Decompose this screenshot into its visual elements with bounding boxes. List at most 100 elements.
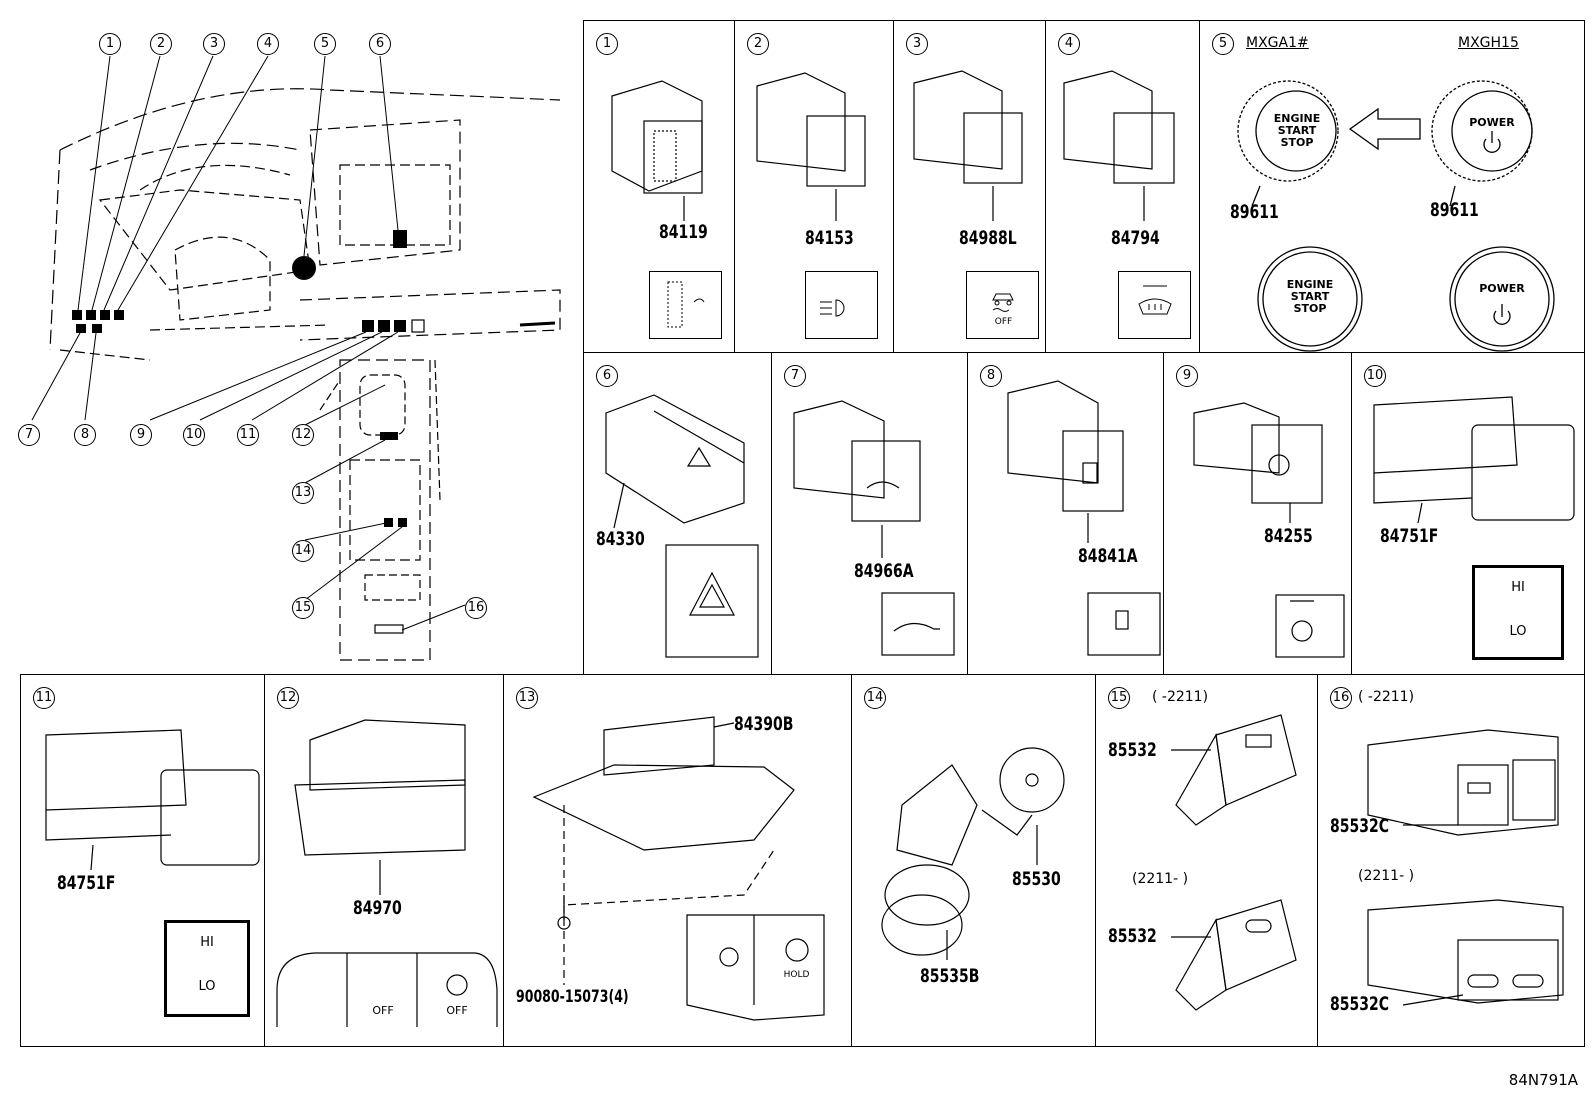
part-number[interactable]: 84970 [353, 897, 402, 919]
part-number[interactable]: 84794 [1111, 227, 1160, 249]
part-number-top[interactable]: 85532C [1330, 815, 1390, 837]
switch-drawing [1007, 380, 1161, 656]
cell-1-number: 1 [596, 33, 618, 55]
cell-5: 5 MXGA1# MXGH15 ENGINE START STOP POWER … [1199, 20, 1585, 354]
rear-defogger-icon [1118, 271, 1191, 339]
part-number-socket[interactable]: 85530 [1012, 868, 1061, 890]
callout-1[interactable]: 1 [99, 33, 121, 55]
part-number-right[interactable]: 89611 [1430, 199, 1479, 221]
part-number-left[interactable]: 89611 [1230, 201, 1279, 223]
hi-label: HI [200, 935, 214, 950]
cell-3-number: 3 [906, 33, 928, 55]
callout-2[interactable]: 2 [150, 33, 172, 55]
cell-14-number: 14 [864, 687, 886, 709]
cell-14: 14 85530 85535B [851, 674, 1097, 1047]
variant-label-right: MXGH15 [1458, 35, 1519, 51]
callout-3[interactable]: 3 [203, 33, 225, 55]
cell-1: 1 84119 [583, 20, 736, 354]
part-number-bottom[interactable]: 85532C [1330, 993, 1390, 1015]
callout-14[interactable]: 14 [292, 540, 314, 562]
cell-6: 6 84330 [583, 352, 773, 676]
lo-label: LO [1509, 624, 1527, 639]
callout-5[interactable]: 5 [314, 33, 336, 55]
cell-8: 8 84841A [967, 352, 1165, 676]
seat-heater-switch-drawing [45, 729, 260, 871]
cell-15-number: 15 [1108, 687, 1130, 709]
switch-drawing [611, 80, 703, 221]
part-number[interactable]: 84841A [1078, 545, 1138, 567]
range-label-top: ( -2211) [1152, 689, 1209, 705]
cell-7-number: 7 [784, 365, 806, 387]
cell-4: 4 84794 [1045, 20, 1201, 354]
diagram-reference: 84N791A [1508, 1071, 1578, 1089]
traction-control-off-icon: OFF [966, 271, 1039, 339]
cell-10: 10 84751F HI LO [1351, 352, 1585, 676]
part-number-bottom[interactable]: 85532 [1108, 925, 1157, 947]
cell-8-number: 8 [980, 365, 1002, 387]
hold-label: HOLD [783, 970, 810, 980]
cell-3: 3 84988L OFF [893, 20, 1047, 354]
fog-light-icon [805, 271, 878, 339]
callout-11[interactable]: 11 [237, 424, 259, 446]
parking-brake-switch-drawing [532, 716, 825, 1021]
part-number[interactable]: 84988L [959, 227, 1017, 249]
push-start-drawing [1237, 80, 1555, 352]
part-number-cover[interactable]: 85535B [920, 965, 980, 987]
hazard-switch-drawing [605, 394, 759, 658]
part-number-top[interactable]: 85532 [1108, 739, 1157, 761]
callout-7[interactable]: 7 [18, 424, 40, 446]
part-number[interactable]: 84119 [659, 221, 708, 243]
dashboard-illustration [31, 55, 561, 661]
callout-16[interactable]: 16 [465, 597, 487, 619]
seat-heater-switch-drawing [1373, 396, 1575, 524]
power-button-face-label: POWER [1479, 282, 1525, 295]
callout-12[interactable]: 12 [292, 424, 314, 446]
dimmer-switch-icon [649, 271, 722, 339]
cell-16-number: 16 [1330, 687, 1352, 709]
part-number[interactable]: 84966A [854, 560, 914, 582]
range-label-top: ( -2211) [1358, 689, 1415, 705]
cell-12-number: 12 [277, 687, 299, 709]
overview-diagram: 1 2 3 4 5 6 7 8 9 10 11 12 13 14 15 16 [0, 0, 580, 670]
callout-8[interactable]: 8 [74, 424, 96, 446]
cell-13-number: 13 [516, 687, 538, 709]
switch-drawing [793, 400, 955, 656]
cell-2: 2 84153 [734, 20, 895, 354]
engine-start-button-label: ENGINE START STOP [1273, 112, 1321, 149]
cell-16: 16 ( -2211) (2211- ) 85532C 85532C [1317, 674, 1585, 1047]
part-number[interactable]: 84751F [1380, 525, 1439, 547]
off-label: OFF [994, 317, 1013, 327]
part-number[interactable]: 84330 [596, 528, 645, 550]
callout-15[interactable]: 15 [292, 597, 314, 619]
power-button-label: POWER [1469, 116, 1515, 129]
part-number[interactable]: 84255 [1264, 525, 1313, 547]
cell-4-number: 4 [1058, 33, 1080, 55]
part-number[interactable]: 84153 [805, 227, 854, 249]
cell-2-number: 2 [747, 33, 769, 55]
switch-drawing [913, 70, 1023, 221]
switch-drawing [756, 72, 866, 221]
callout-9[interactable]: 9 [130, 424, 152, 446]
cell-7: 7 84966A [771, 352, 969, 676]
cell-10-number: 10 [1364, 365, 1386, 387]
hi-label: HI [1511, 580, 1525, 595]
range-label-bottom: (2211- ) [1132, 871, 1189, 887]
part-number-switch[interactable]: 84390B [734, 713, 794, 735]
callout-6[interactable]: 6 [369, 33, 391, 55]
usb-module-drawing [1367, 729, 1564, 1006]
cell-13: 13 84390B 90080-15073(4) HOLD [503, 674, 853, 1047]
steering-heater-switch-drawing [1193, 402, 1345, 658]
usb-port-drawing [1171, 714, 1297, 1011]
off-label-auto: OFF [446, 1004, 468, 1017]
part-number[interactable]: 84751F [57, 872, 116, 894]
switch-drawing [1063, 70, 1175, 221]
seat-heater-icon: HI LO [1472, 565, 1564, 660]
callout-10[interactable]: 10 [183, 424, 205, 446]
lo-label: LO [198, 979, 216, 994]
dual-switch-drawing [276, 719, 498, 1027]
part-number-screw[interactable]: 90080-15073(4) [516, 987, 629, 1007]
callout-4[interactable]: 4 [257, 33, 279, 55]
cell-12: 12 84970 OFF OFF [264, 674, 505, 1047]
seat-heater-icon: HI LO [164, 920, 250, 1017]
callout-13[interactable]: 13 [292, 482, 314, 504]
